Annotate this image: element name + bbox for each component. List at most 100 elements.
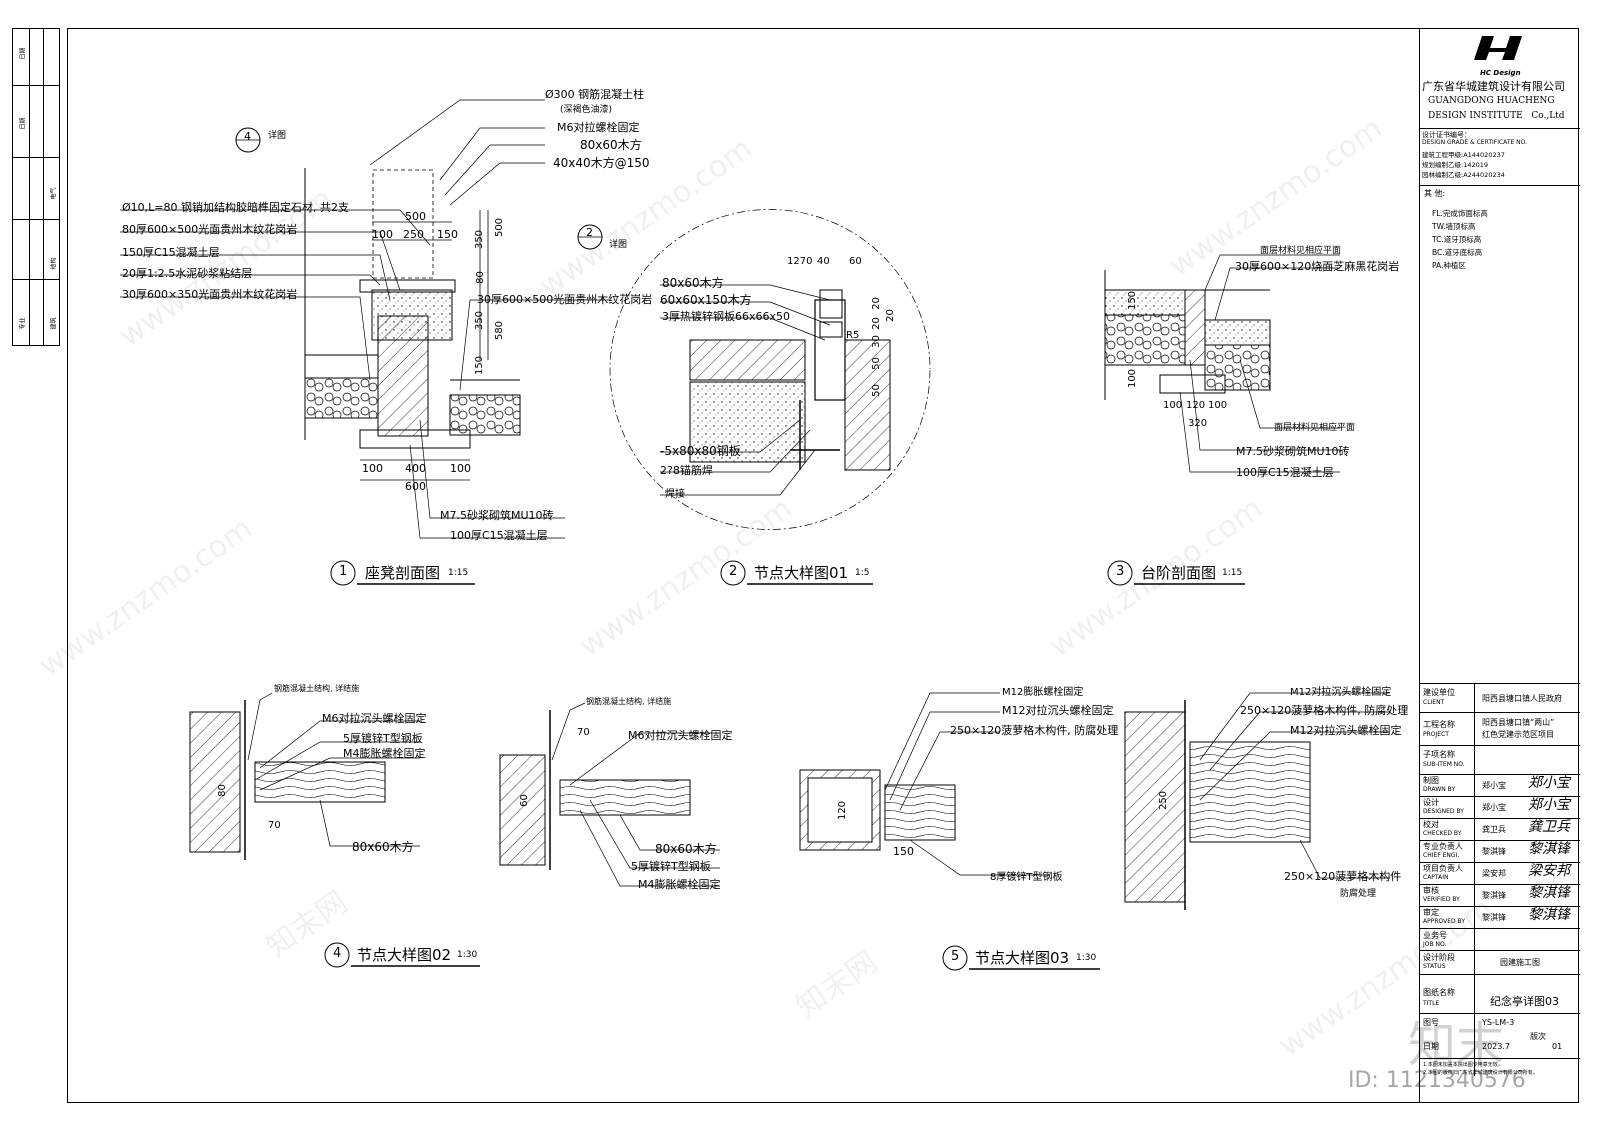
d3-dim: 120 — [1186, 400, 1206, 411]
company-name-cn: 广东省华城建筑设计有限公司 — [1422, 80, 1565, 93]
drawn-label: 制图 — [1423, 776, 1439, 785]
drawing-5-node-detail — [799, 692, 1390, 910]
d1-callout: 40x40木方@150 — [553, 156, 650, 170]
margin-strip: 日期 专业 建筑 结构 电气 日期 — [12, 28, 60, 346]
d1-dim: 500 — [494, 217, 506, 238]
designed-value: 郑小宝 — [1482, 803, 1506, 812]
title-value: 纪念亭详图03 — [1490, 995, 1559, 1008]
d3-dim: 150 — [1127, 290, 1139, 311]
d4-dim: 60 — [518, 794, 530, 807]
drawing-title: 节点大样图02 — [357, 946, 452, 964]
d5-callout: M12对拉沉头螺栓固定 — [1002, 704, 1114, 717]
d5-dim: 120 — [837, 800, 849, 821]
designed-label: 设计 — [1423, 798, 1439, 807]
drawing-1-bench-section — [120, 99, 610, 539]
watermark-logo: 知末 — [1408, 1017, 1505, 1073]
d2-callout: 焊接 — [665, 489, 685, 500]
d3-callout: 100厚C15混凝土层 — [1236, 466, 1334, 479]
drawing-number: 5 — [951, 949, 960, 964]
title-block: HC Design 广东省华城建筑设计有限公司 GUANGDONG HUACHE… — [1419, 28, 1580, 1103]
drawing-4-node-detail — [189, 692, 720, 887]
verified-value: 黎淇锋 — [1482, 891, 1506, 900]
verified-signature: 黎淇锋 — [1528, 885, 1570, 901]
d2-dim: 40 — [817, 256, 830, 267]
d1-dim: 150 — [474, 355, 486, 376]
chief-value: 黎淇锋 — [1482, 847, 1506, 856]
approved-value: 黎淇锋 — [1482, 913, 1506, 922]
designed-signature: 郑小宝 — [1528, 797, 1570, 813]
d4-callout: 80x60木方 — [352, 840, 414, 854]
d1-ref-right: 2 — [586, 226, 593, 239]
cert-line: 建筑工程甲级:A144020237 — [1422, 151, 1505, 159]
legend-item: FL.完成饰面标高 — [1432, 209, 1488, 218]
legend-item: PA.种植区 — [1432, 261, 1466, 270]
company-name-en-2: DESIGN INSTITUTE Co.,Ltd — [1428, 111, 1565, 121]
d2-callout: 3厚热镀锌钢板66x66x50 — [662, 310, 791, 323]
d2-dim: 20 — [884, 309, 896, 322]
d5-dim: 150 — [893, 845, 914, 858]
company-name-en-1: GUANGDONG HUACHENG — [1428, 96, 1555, 106]
drawing-title: 节点大样图01 — [754, 564, 849, 582]
d1-ref-word: 详图 — [268, 131, 287, 141]
d1-callout: M7.5砂浆砌筑MU10砖 — [440, 509, 554, 522]
d4-callout: M4膨胀螺栓固定 — [638, 878, 721, 891]
d4-callout: 钢筋混凝土结构, 详结施 — [274, 684, 360, 693]
sub-label: 子项名称 — [1423, 750, 1455, 759]
d4-callout: 钢筋混凝土结构, 详结施 — [586, 697, 672, 706]
d1-dim: 500 — [405, 210, 426, 223]
status-en: STATUS — [1423, 963, 1446, 970]
drawing-scale: 1:15 — [1222, 568, 1243, 578]
d5-callout: 250×120菠萝格木构件, 防腐处理 — [1240, 704, 1409, 717]
note-line: 2.本图的版权归广东省华城建筑设计有限公司所有。 — [1423, 1070, 1538, 1076]
captain-value: 梁安邦 — [1482, 869, 1506, 878]
d1-dim: 350 — [474, 229, 486, 250]
drawing-2-node-detail — [609, 209, 931, 530]
project-value: 阳西县塘口镇“两山” — [1482, 718, 1555, 727]
d1-dim: 350 — [474, 310, 486, 331]
d1-callout: Ø10,L=80 钢销加结构胶暗榫固定石材, 共2支 — [122, 201, 349, 214]
verified-label: 审核 — [1423, 886, 1439, 895]
d5-callout: 8厚镀锌T型钢板 — [990, 872, 1063, 883]
designed-en: DESIGNED BY — [1423, 808, 1464, 815]
captain-signature: 梁安邦 — [1528, 863, 1570, 879]
captain-label: 项目负责人 — [1423, 864, 1463, 873]
d1-callout: Ø300 钢筋混凝土柱 — [545, 88, 645, 101]
d1-dim: 80 — [474, 271, 486, 284]
d3-dim: 100 — [1208, 400, 1228, 411]
approved-label: 审定 — [1423, 908, 1439, 917]
d5-callout: M12对拉沉头螺栓固定 — [1290, 687, 1392, 698]
d4-callout: M4膨胀螺栓固定 — [343, 747, 426, 760]
legend-item: TC.道牙顶标高 — [1432, 235, 1482, 244]
d2-dim: 50 — [870, 357, 882, 370]
cert-label-en: DESIGN GRADE & CERTIFICATE NO. — [1422, 139, 1528, 146]
d3-callout: M7.5砂浆砌筑MU10砖 — [1236, 445, 1350, 458]
d1-callout: M6对拉螺栓固定 — [557, 121, 640, 134]
d2-dim: 60 — [849, 256, 862, 267]
logo-text: HC Design — [1480, 69, 1521, 77]
drawing-title: 台阶剖面图 — [1141, 564, 1217, 582]
chief-label: 专业负责人 — [1423, 842, 1463, 851]
d1-dim: 100 — [372, 228, 393, 241]
chief-en: CHIEF ENGI. — [1423, 852, 1460, 859]
d4-callout: 80x60木方 — [655, 842, 717, 856]
d1-callout: 100厚C15混凝土层 — [450, 529, 548, 542]
d5-dim: 250 — [1158, 790, 1170, 811]
cert-label-cn: 设计证书编号： — [1422, 131, 1471, 139]
d1-dim: 580 — [494, 320, 506, 341]
drawing-title-markers — [324, 560, 1245, 971]
d3-callout: 面层材料见相应平面 — [1260, 246, 1342, 256]
verified-en: VERIFIED BY — [1423, 896, 1460, 903]
d4-dim: 80 — [216, 784, 228, 797]
drawing-frame — [67, 28, 1579, 1103]
d2-dim: 20 — [870, 297, 882, 310]
drawing-number: 3 — [1116, 564, 1125, 579]
checked-signature: 龚卫兵 — [1528, 819, 1570, 835]
d4-callout: M6对拉沉头螺栓固定 — [628, 729, 733, 742]
d1-callout: 80x60木方 — [580, 138, 642, 152]
date-value: 2023.7 — [1482, 1042, 1510, 1051]
d1-callout: 30厚600×500光面贵州木纹花岗岩 — [477, 293, 653, 306]
d1-callout: 20厚1:2.5水泥砂浆粘结层 — [122, 267, 253, 280]
d2-callout: 80x60木方 — [662, 276, 724, 290]
d4-callout: 5厚镀锌T型钢板 — [343, 732, 423, 745]
drawing-no-label: 图号 — [1423, 1018, 1439, 1027]
